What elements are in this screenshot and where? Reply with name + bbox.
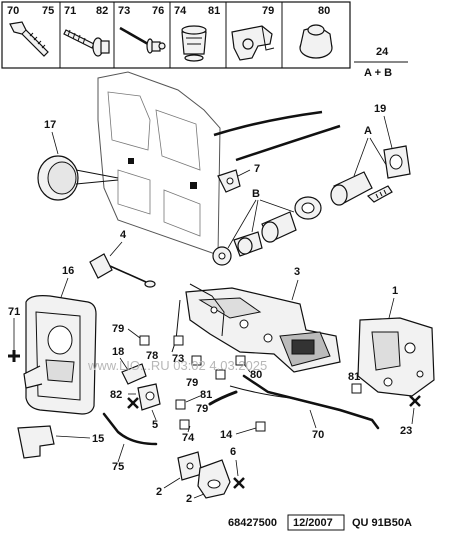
label-79-b: 79 <box>186 377 198 389</box>
bracket-clip-icon <box>231 25 275 61</box>
header-hardware-table: 70 75 71 82 73 76 74 81 79 80 <box>1 1 351 69</box>
label-82: 82 <box>110 389 122 401</box>
header-ref-80: 80 <box>318 5 330 17</box>
door-panel-outline <box>97 71 341 256</box>
label-2: 2 <box>186 493 192 505</box>
label-19: 19 <box>374 103 386 115</box>
washer-screw-icon <box>63 29 110 57</box>
label-70: 23 <box>400 425 412 437</box>
countersunk-screw-icon <box>9 21 49 57</box>
clip-18 <box>121 363 147 385</box>
header-ref-74: 74 <box>174 5 187 17</box>
interior-handle-16 <box>23 295 97 415</box>
fixing-point-82-icon <box>127 397 139 409</box>
control-rod-14 <box>229 374 380 430</box>
label-kit-24: 24 <box>376 46 389 58</box>
label-81-a: 81 <box>348 371 360 383</box>
striker-2 <box>197 459 231 499</box>
control-rod-15 <box>102 412 158 446</box>
plastic-clip-icon <box>181 25 207 62</box>
label-79-c: 80 <box>250 369 262 381</box>
label-18: 18 <box>112 346 124 358</box>
label-75: 6 <box>230 446 236 458</box>
square-marker-79-d <box>215 369 226 380</box>
fixing-point-70-icon <box>409 395 421 407</box>
retaining-clip-7 <box>217 169 241 193</box>
label-b: B <box>252 188 260 200</box>
square-marker-81-b <box>175 399 186 410</box>
square-marker-79-e <box>235 355 246 366</box>
label-16: 16 <box>62 265 74 277</box>
header-ref-79: 79 <box>262 5 274 17</box>
trim-cover-23 <box>17 425 55 459</box>
header-ref-71: 71 <box>64 5 76 17</box>
label-1: 1 <box>392 285 398 297</box>
header-ref-82: 82 <box>96 5 108 17</box>
header-ref-76: 76 <box>152 5 164 17</box>
label-74: 74 <box>182 432 195 444</box>
fixing-point-75-icon <box>233 477 245 489</box>
label-5: 5 <box>152 419 158 431</box>
striker-plate-6 <box>177 451 203 481</box>
label-80: 14 <box>220 429 233 441</box>
label-79-d: 79 <box>196 403 208 415</box>
footer-ref: 68427500 <box>228 517 277 529</box>
label-a: A <box>364 125 372 137</box>
lock-mechanism-3 <box>171 283 341 373</box>
square-marker-80 <box>255 421 266 432</box>
label-7: 7 <box>254 163 260 175</box>
key-cylinder-a <box>330 171 393 206</box>
retaining-cap-icon <box>299 24 333 59</box>
lock-bezel-19 <box>383 145 411 179</box>
label-15: 75 <box>112 461 124 473</box>
footer-code: QU 91B50A <box>352 517 412 529</box>
square-marker-79-a <box>139 335 150 346</box>
label-78: 78 <box>146 350 158 362</box>
grommet-17 <box>37 155 119 201</box>
footer-bar: 68427500 12/2007 QU 91B50A <box>228 514 412 531</box>
label-6: 2 <box>156 486 162 498</box>
rod-guide-5 <box>137 383 161 411</box>
square-marker-79-c <box>173 335 184 346</box>
label-14: 70 <box>312 429 324 441</box>
label-79-a: 79 <box>112 323 124 335</box>
square-marker-81-a <box>351 383 362 394</box>
label-71: 71 <box>8 306 20 318</box>
label-73: 73 <box>172 353 184 365</box>
rod-link-segment <box>208 390 238 406</box>
square-marker-79-f <box>179 419 190 430</box>
lock-barrel-set-b <box>212 196 322 266</box>
header-ref-73: 73 <box>118 5 130 17</box>
label-81-b: 81 <box>200 389 212 401</box>
push-pin-icon <box>119 26 166 54</box>
door-latch-1 <box>357 317 435 397</box>
square-marker-79-b <box>191 355 202 366</box>
label-4: 4 <box>120 229 127 241</box>
label-3: 3 <box>294 266 300 278</box>
label-kit-a-plus-b: A + B <box>364 67 392 79</box>
label-23: 15 <box>92 433 104 445</box>
cable-end-4 <box>89 253 156 288</box>
header-ref-70: 70 <box>7 5 19 17</box>
footer-date: 12/2007 <box>293 517 333 529</box>
header-ref-81: 81 <box>208 5 220 17</box>
header-ref-75: 75 <box>42 5 54 17</box>
fixing-point-71-icon <box>8 350 20 362</box>
watermark: www.LIO...RU 03:02 4.03.2025 <box>87 358 267 373</box>
label-17: 17 <box>44 119 56 131</box>
